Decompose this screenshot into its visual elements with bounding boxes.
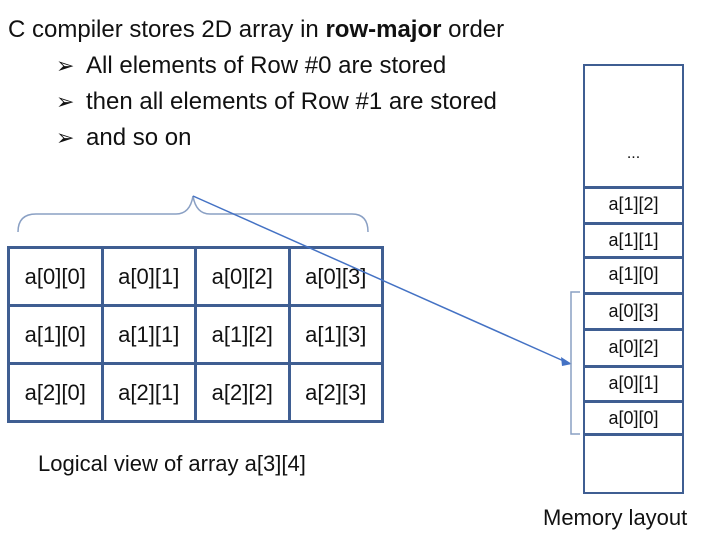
memory-ellipsis: ... — [626, 145, 641, 162]
title-emphasis: row-major — [325, 16, 442, 43]
grid-cell: a[0][2] — [194, 246, 291, 307]
logical-array-grid: a[0][0] a[0][1] a[0][2] a[0][3] a[1][0] … — [7, 246, 384, 423]
bullet-item: ➢ then all elements of Row #1 are stored — [56, 88, 497, 116]
arrow-head-icon — [561, 357, 572, 366]
title-prefix: C compiler stores 2D array in — [8, 16, 326, 43]
grid-row: a[1][0] a[1][1] a[1][2] a[1][3] — [7, 304, 384, 365]
memory-cell: a[0][3] — [608, 301, 659, 321]
bullet-text: All elements of Row #0 are stored — [86, 52, 447, 79]
row0-bracket-icon — [570, 291, 580, 435]
memory-divider — [583, 256, 684, 259]
grid-cell: a[2][1] — [100, 362, 197, 423]
memory-divider — [583, 292, 684, 295]
bullet-item: ➢ and so on — [56, 124, 191, 152]
title-suffix: order — [441, 16, 505, 43]
logical-view-caption: Logical view of array a[3][4] — [38, 451, 306, 476]
grid-cell: a[1][1] — [100, 304, 197, 365]
bullet-arrow-icon: ➢ — [56, 125, 75, 150]
bullet-text: and so on — [86, 124, 192, 151]
memory-divider — [583, 328, 684, 331]
grid-cell: a[2][2] — [194, 362, 291, 423]
row-brace-icon — [17, 195, 369, 233]
bullet-arrow-icon: ➢ — [56, 89, 75, 114]
bullet-text: then all elements of Row #1 are stored — [86, 88, 497, 115]
memory-divider — [583, 365, 684, 368]
grid-cell: a[1][3] — [287, 304, 384, 365]
grid-cell: a[2][3] — [287, 362, 384, 423]
memory-cell: a[0][0] — [608, 408, 659, 428]
memory-divider — [583, 186, 684, 189]
mapping-arrow — [192, 195, 567, 363]
bullet-item: ➢ All elements of Row #0 are stored — [56, 52, 446, 80]
memory-cell: a[0][2] — [608, 337, 659, 357]
memory-cell: a[1][1] — [608, 230, 659, 250]
memory-divider — [583, 400, 684, 403]
memory-cell: a[1][0] — [608, 264, 659, 284]
grid-cell: a[1][0] — [7, 304, 104, 365]
memory-column — [583, 64, 684, 494]
grid-cell: a[0][0] — [7, 246, 104, 307]
grid-cell: a[1][2] — [194, 304, 291, 365]
memory-divider — [583, 433, 684, 436]
grid-cell: a[0][1] — [100, 246, 197, 307]
grid-cell: a[2][0] — [7, 362, 104, 423]
grid-cell: a[0][3] — [287, 246, 384, 307]
slide-title: C compiler stores 2D array in row-major … — [8, 16, 504, 44]
memory-cell: a[1][2] — [608, 194, 659, 214]
grid-row: a[2][0] a[2][1] a[2][2] a[2][3] — [7, 362, 384, 423]
memory-cell: a[0][1] — [608, 373, 659, 393]
grid-row: a[0][0] a[0][1] a[0][2] a[0][3] — [7, 246, 384, 307]
memory-divider — [583, 222, 684, 225]
bullet-arrow-icon: ➢ — [56, 53, 75, 78]
memory-layout-caption: Memory layout — [543, 505, 688, 530]
